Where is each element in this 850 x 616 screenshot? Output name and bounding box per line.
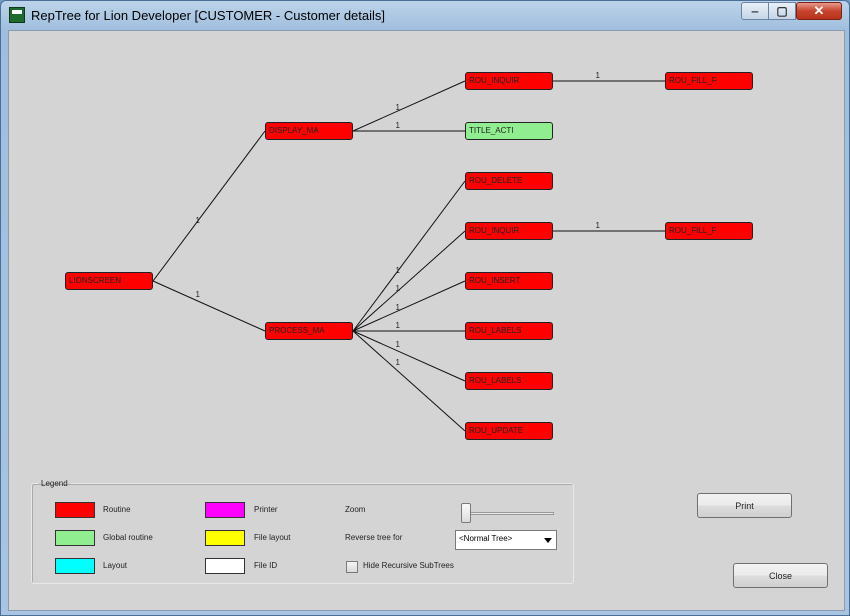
file-layout-swatch [205, 530, 245, 546]
chevron-down-icon [544, 538, 552, 543]
maximize-button[interactable]: ▢ [768, 2, 796, 20]
tree-edge [352, 280, 466, 332]
edge-weight-label: 1 [395, 265, 400, 275]
edge-weight-label: 1 [395, 321, 400, 330]
tree-node-process-ma[interactable]: PROCESS_MA [265, 322, 353, 340]
app-icon [9, 7, 25, 23]
tree-edge [152, 130, 266, 282]
tree-edge [352, 80, 466, 132]
close-icon: ✕ [813, 3, 825, 18]
reverse-tree-label: Reverse tree for [345, 533, 403, 542]
tree-edge [352, 230, 466, 332]
edge-weight-label: 1 [195, 215, 200, 225]
edge-weight-label: 1 [195, 289, 200, 299]
layout-label: Layout [103, 561, 128, 570]
tree-node-rou-labels[interactable]: ROU_LABELS [465, 372, 553, 390]
edge-weight-label: 1 [395, 339, 400, 349]
print-button[interactable]: Print [697, 493, 792, 518]
window-title: RepTree for Lion Developer [CUSTOMER - C… [31, 8, 386, 23]
title-bar[interactable]: RepTree for Lion Developer [CUSTOMER - C… [1, 1, 849, 29]
tree-node-rou-fill-f[interactable]: ROU_FILL_F [665, 222, 753, 240]
tree-node-display-ma[interactable]: DISPLAY_MA [265, 122, 353, 140]
print-button-label: Print [735, 500, 754, 511]
file-id-swatch [205, 558, 245, 574]
edge-weight-label: 1 [395, 358, 400, 367]
close-button[interactable]: Close [733, 563, 828, 588]
edge-weight-label: 1 [395, 302, 400, 312]
zoom-slider-thumb[interactable] [461, 503, 471, 523]
tree-node-rou-delete[interactable]: ROU_DELETE [465, 172, 553, 190]
routine-swatch [55, 502, 95, 518]
tree-node-rou-update[interactable]: ROU_UPDATE [465, 422, 553, 440]
zoom-label: Zoom [345, 505, 366, 514]
tree-node-lionscreen[interactable]: LIONSCREEN [65, 272, 153, 290]
tree-node-rou-labels[interactable]: ROU_LABELS [465, 322, 553, 340]
legend-panel: Legend [31, 479, 574, 584]
tree-edges [152, 80, 665, 432]
hide-recursive-checkbox[interactable] [346, 561, 358, 573]
edge-weight-label: 1 [595, 221, 600, 230]
hide-recursive-label: Hide Recursive SubTrees [363, 561, 454, 570]
minimize-button[interactable]: ‒ [741, 2, 769, 20]
edge-weight-label: 1 [595, 71, 600, 80]
routine-label: Routine [103, 505, 131, 514]
tree-node-rou-fill-f[interactable]: ROU_FILL_F [665, 72, 753, 90]
reverse-tree-select[interactable]: <Normal Tree> [455, 530, 557, 550]
layout-swatch [55, 558, 95, 574]
edge-weight-label: 1 [395, 121, 400, 130]
printer-label: Printer [254, 505, 278, 514]
tree-node-title-acti[interactable]: TITLE_ACTI [465, 122, 553, 140]
edge-weight-label: 1 [395, 102, 400, 112]
printer-swatch [205, 502, 245, 518]
tree-edge [352, 330, 466, 432]
reverse-tree-value: <Normal Tree> [459, 534, 513, 543]
close-window-button[interactable]: ✕ [796, 2, 842, 20]
tree-edge [152, 280, 266, 332]
global-routine-label: Global routine [103, 533, 153, 542]
file-id-label: File ID [254, 561, 278, 570]
tree-node-rou-insert[interactable]: ROU_INSERT [465, 272, 553, 290]
minimize-icon: ‒ [751, 4, 759, 18]
legend-title: Legend [41, 479, 68, 488]
tree-node-rou-inquir[interactable]: ROU_INQUIR [465, 72, 553, 90]
zoom-slider-track[interactable] [464, 512, 554, 515]
tree-node-rou-inquir[interactable]: ROU_INQUIR [465, 222, 553, 240]
global-routine-swatch [55, 530, 95, 546]
edge-weight-label: 1 [395, 284, 400, 293]
close-button-label: Close [768, 570, 792, 581]
maximize-icon: ▢ [776, 4, 788, 18]
tree-edge [352, 330, 466, 382]
tree-edge [352, 180, 466, 332]
file-layout-label: File layout [254, 533, 291, 542]
